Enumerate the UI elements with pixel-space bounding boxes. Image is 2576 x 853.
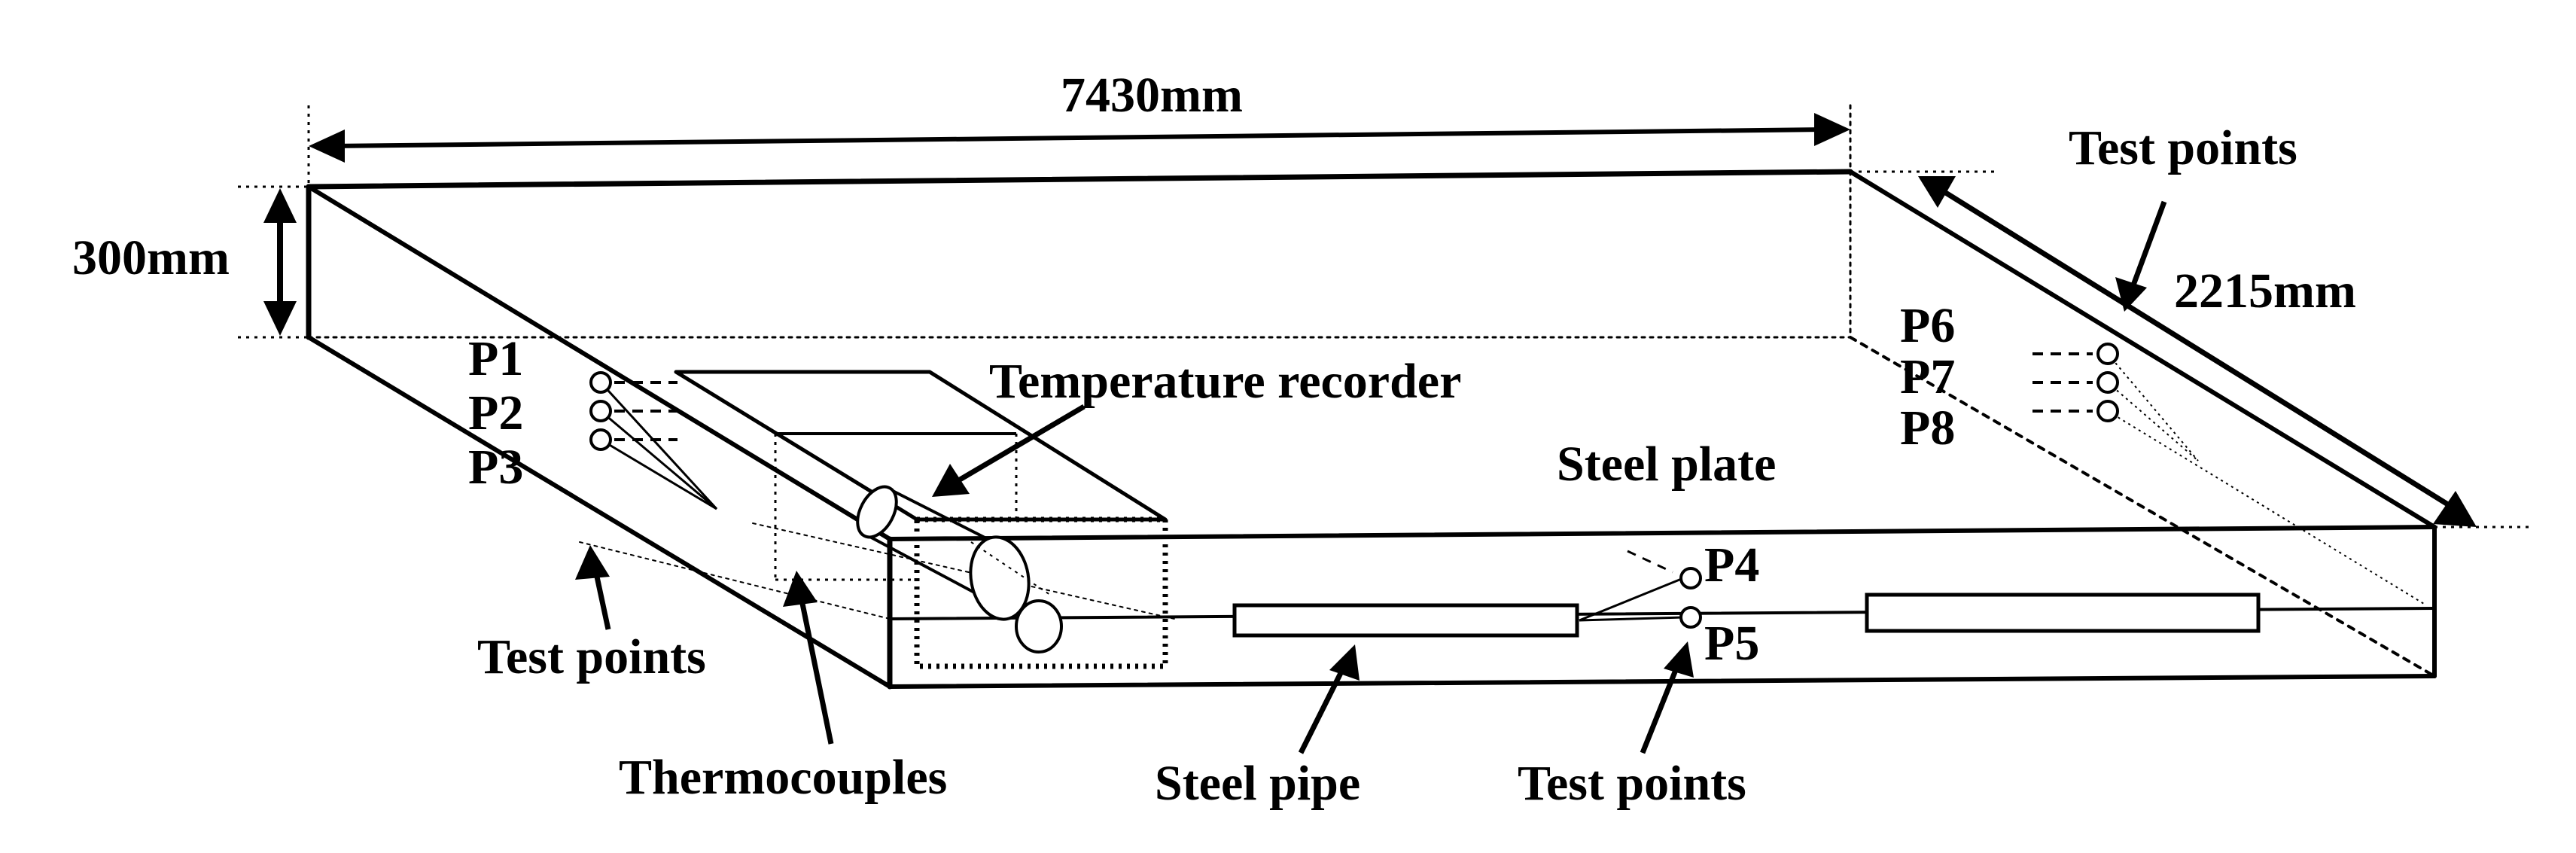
- pipe-end-small: [1015, 599, 1063, 653]
- label-p4: P4: [1704, 538, 1759, 593]
- callout-tp-bottom-line: [1640, 661, 1682, 754]
- label-p2: P2: [468, 385, 523, 440]
- temperature-recorder-assembly: [674, 370, 1168, 669]
- label-test-points-right: Test points: [2069, 120, 2297, 175]
- label-temperature-recorder: Temperature recorder: [989, 354, 1461, 409]
- width-arrow-line: [1937, 186, 2452, 508]
- label-p8: P8: [1900, 401, 1955, 455]
- wire-p3: [600, 438, 717, 510]
- hidden-right-bottom-edge: [1849, 336, 2436, 678]
- label-p7: P7: [1900, 349, 1955, 404]
- box-bottom-left-edge: [306, 335, 892, 689]
- marker-p8: [2096, 400, 2119, 422]
- callout-tp-right-line: [2129, 200, 2167, 291]
- wire-p8: [2107, 410, 2425, 605]
- label-p3: P3: [468, 440, 523, 495]
- callout-thermo-head: [783, 571, 818, 607]
- marker-p2: [589, 400, 612, 422]
- wire-p2: [600, 410, 717, 510]
- pipe-hidden-line: [970, 541, 1051, 596]
- box-front-top-edge: [888, 525, 2437, 541]
- wire-p4: [1579, 577, 1684, 622]
- label-p6: P6: [1900, 298, 1955, 353]
- dimension-arrows: [263, 113, 2477, 527]
- width-arrowhead-top: [1918, 176, 1956, 208]
- recorder-front-box: [914, 516, 1168, 669]
- marker-p6: [2096, 343, 2119, 365]
- steel-pipe-segment-1: [1232, 603, 1579, 638]
- length-arrowhead-right: [1814, 113, 1850, 146]
- box-front-bottom-edge: [888, 674, 2437, 689]
- probe-dash-p4: [1627, 550, 1673, 574]
- box-top-back-edge: [306, 169, 1853, 190]
- width-arrowhead-bottom: [2433, 491, 2477, 527]
- label-test-points-left: Test points: [477, 629, 706, 684]
- label-test-points-bottom: Test points: [1518, 756, 1746, 811]
- marker-p3: [589, 428, 612, 451]
- hidden-left-inner-line: [579, 541, 891, 620]
- dimension-extensions: [238, 105, 2529, 529]
- box-top-right-edge: [1848, 169, 2437, 529]
- label-p5: P5: [1704, 616, 1759, 671]
- wire-p5: [1579, 616, 1684, 622]
- callout-pipe-line: [1298, 664, 1347, 754]
- pipe-top-line: [889, 488, 994, 544]
- wire-p1: [599, 381, 718, 510]
- marker-p5: [1679, 606, 1702, 629]
- label-steel-pipe: Steel pipe: [1155, 756, 1360, 811]
- length-arrow-line: [330, 127, 1828, 148]
- thermocouple-wires: [599, 352, 2425, 622]
- callout-tp-right-head: [2115, 277, 2147, 312]
- wire-p7: [2107, 382, 2199, 462]
- callout-pipe-head: [1329, 644, 1360, 681]
- marker-p7: [2096, 371, 2119, 394]
- marker-p4: [1679, 567, 1702, 589]
- label-thermocouples: Thermocouples: [619, 750, 947, 805]
- label-width: 2215mm: [2174, 264, 2356, 318]
- steel-pipes: [1232, 593, 2261, 638]
- box-top-left-edge: [306, 184, 892, 541]
- callout-arrows: [575, 200, 2167, 754]
- label-length: 7430mm: [1061, 68, 1243, 123]
- pipe-end-ring: [969, 535, 1031, 621]
- pipe-bottom-line: [865, 533, 979, 596]
- label-p1: P1: [468, 331, 523, 386]
- callout-tp-left-head: [575, 545, 610, 580]
- label-steel-plate: Steel plate: [1557, 437, 1776, 492]
- callout-recorder-head: [932, 464, 970, 497]
- callout-recorder-line: [955, 404, 1086, 485]
- callout-thermo-line: [798, 596, 834, 745]
- pipe-end-left: [856, 485, 898, 539]
- test-point-markers: [589, 343, 2119, 629]
- height-arrowhead-top: [263, 188, 297, 223]
- label-height: 300mm: [72, 230, 230, 285]
- wire-p6: [2107, 353, 2199, 462]
- marker-p1: [589, 371, 612, 394]
- length-arrowhead-left: [309, 129, 345, 163]
- height-arrowhead-bottom: [263, 301, 297, 336]
- callout-tp-bottom-head: [1664, 641, 1694, 678]
- text-labels: 7430mm 300mm 2215mm Test points Temperat…: [72, 68, 2356, 811]
- steel-pipe-segment-2: [1865, 593, 2261, 633]
